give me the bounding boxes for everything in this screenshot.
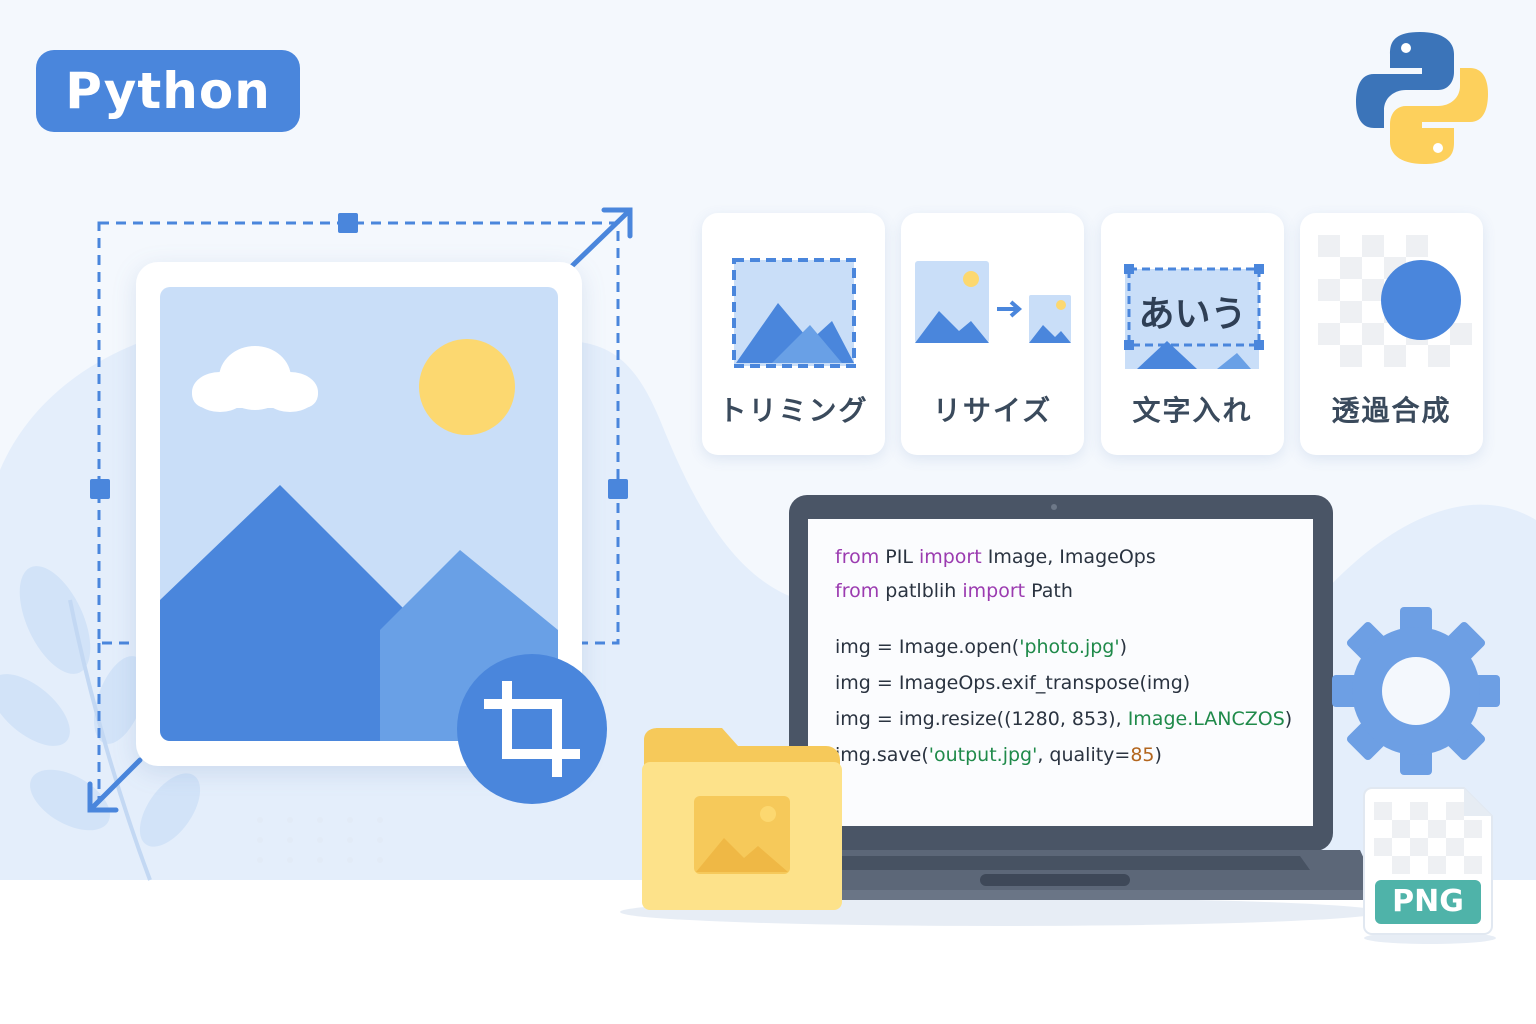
python-badge: Python [36, 50, 300, 132]
code-token: 'photo.jpg' [1019, 636, 1120, 658]
code-token: 'output.jpg' [928, 744, 1038, 766]
code-token: ) [1284, 708, 1293, 730]
sun-icon [419, 339, 515, 435]
code-line: img.save('output.jpg', quality=85) [835, 744, 1162, 766]
mountain-large [160, 485, 440, 741]
code-token: img = Image.open( [835, 636, 1020, 658]
code-token: from [835, 546, 880, 568]
code-token: import [962, 580, 1026, 602]
code-token: img.save( [835, 744, 929, 766]
crop-icon[interactable] [455, 652, 609, 806]
code-line: from PIL import Image, ImageOps [835, 546, 1156, 568]
crop-handle-top [338, 213, 358, 233]
code-token: from [835, 580, 880, 602]
gear-icon[interactable] [1330, 605, 1502, 777]
code-token: , quality= [1037, 744, 1131, 766]
code-line: img = ImageOps.exif_transpose(img) [835, 672, 1190, 694]
python-logo-icon [1356, 32, 1488, 164]
feature-label: リサイズ [932, 394, 1053, 427]
feature-label: 文字入れ [1132, 394, 1253, 427]
image-crop-illustration [87, 207, 633, 813]
sample-text: あいう [1138, 294, 1247, 335]
transparency-icon [1318, 235, 1472, 367]
resize-icon [915, 261, 1071, 343]
feature-card-resize[interactable]: リサイズ [901, 213, 1084, 455]
feature-card-text[interactable]: あいう 文字入れ [1101, 213, 1284, 455]
code-token: img = ImageOps.exif_transpose(img) [835, 672, 1191, 694]
code-editor: from PIL import Image, ImageOps from pat… [808, 519, 1313, 826]
code-token: Path [1025, 580, 1073, 602]
code-token: Image.LANCZOS [1127, 708, 1285, 730]
code-line: img = img.resize((1280, 853), Image.LANC… [835, 708, 1292, 730]
code-token: 85 [1130, 744, 1155, 766]
code-token: img = img.resize((1280, 853), [835, 708, 1128, 730]
resize-arrow-icon [87, 207, 633, 813]
python-badge-label: Python [65, 62, 271, 120]
text-overlay-icon [1124, 264, 1264, 369]
code-token: ) [1154, 744, 1162, 766]
code-token: PIL [879, 546, 919, 568]
code-token: import [918, 546, 982, 568]
code-token: Image, ImageOps [981, 546, 1156, 568]
feature-label: 透過合成 [1331, 394, 1452, 427]
trim-icon [732, 258, 856, 368]
feature-card-transparency[interactable]: 透過合成 [1300, 213, 1483, 455]
crop-handle-right [608, 479, 628, 499]
code-line: from patlblih import Path [835, 580, 1073, 602]
feature-label: トリミング [718, 394, 869, 427]
code-line: img = Image.open('photo.jpg') [835, 636, 1127, 658]
png-label: PNG [1375, 880, 1481, 924]
crop-handle-left [90, 479, 110, 499]
folder-image-icon[interactable] [640, 726, 844, 912]
code-token: ) [1119, 636, 1128, 658]
feature-card-trimming[interactable]: トリミング [702, 213, 885, 455]
code-token: patlblih [879, 580, 963, 602]
cloud-icon [192, 346, 318, 412]
